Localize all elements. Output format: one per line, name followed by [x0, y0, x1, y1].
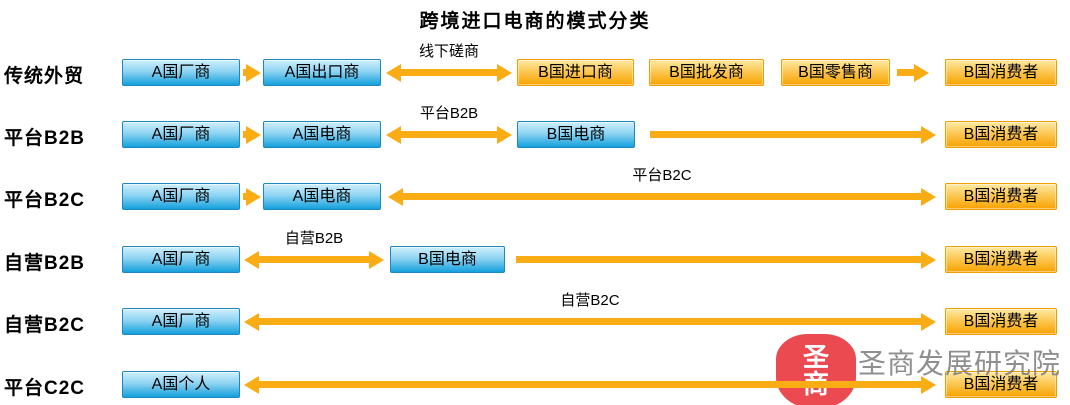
flow-box: A国厂商: [122, 308, 240, 335]
arrow-head-right-icon: [921, 312, 936, 331]
arrow-shaft: [243, 193, 246, 200]
arrow-head-right-icon: [921, 250, 936, 269]
right-arrow-icon: [897, 59, 929, 86]
bidirectional-arrow-icon: [244, 246, 384, 273]
flow-box: A国电商: [263, 121, 381, 148]
brand-seal-icon: 圣 商: [776, 334, 856, 405]
arrow-head-left-icon: [386, 125, 401, 144]
arrow-label: 自营B2B: [284, 230, 344, 247]
row-label: 平台B2C: [4, 190, 86, 211]
row-label: 平台B2B: [4, 128, 86, 149]
arrow-head-right-icon: [497, 125, 512, 144]
arrow-shaft: [401, 69, 497, 76]
arrow-head-right-icon: [921, 375, 936, 394]
arrow-head-right-icon: [497, 63, 512, 82]
flow-box: B国消费者: [945, 371, 1057, 398]
flow-box: A国电商: [263, 183, 381, 210]
flow-box: A国厂商: [122, 246, 240, 273]
right-arrow-icon: [650, 121, 936, 148]
row-label: 传统外贸: [4, 66, 85, 87]
arrow-shaft: [259, 381, 921, 388]
arrow-head-left-icon: [386, 63, 401, 82]
arrow-head-right-icon: [246, 187, 261, 206]
arrow-shaft: [516, 256, 921, 263]
arrow-head-right-icon: [914, 63, 929, 82]
bidirectional-arrow-icon: [244, 371, 936, 398]
arrow-shaft: [403, 193, 921, 200]
flow-box: B国消费者: [945, 59, 1057, 86]
flow-box: B国批发商: [649, 59, 764, 86]
arrow-shaft: [401, 131, 497, 138]
row-label: 自营B2B: [4, 253, 86, 274]
page-title: 跨境进口电商的模式分类: [419, 11, 651, 32]
arrow-head-left-icon: [388, 187, 403, 206]
arrow-head-right-icon: [369, 250, 384, 269]
right-arrow-icon: [516, 246, 936, 273]
arrow-head-right-icon: [921, 125, 936, 144]
bidirectional-arrow-icon: [244, 308, 936, 335]
arrow-shaft: [259, 256, 369, 263]
right-arrow-icon: [243, 183, 261, 210]
arrow-shaft: [259, 318, 921, 325]
right-arrow-icon: [243, 121, 261, 148]
arrow-head-right-icon: [246, 63, 261, 82]
arrow-shaft: [897, 69, 914, 76]
arrow-shaft: [650, 131, 921, 138]
brand-watermark-text: 圣商发展研究院: [858, 348, 1062, 379]
arrow-head-left-icon: [244, 250, 259, 269]
flow-box: B国进口商: [517, 59, 634, 86]
arrow-head-left-icon: [244, 312, 259, 331]
arrow-shaft: [243, 69, 246, 76]
arrow-label: 自营B2C: [560, 292, 620, 309]
arrow-head-right-icon: [921, 187, 936, 206]
flow-box: A国厂商: [122, 59, 240, 86]
flow-box: B国消费者: [945, 308, 1057, 335]
row-label: 平台C2C: [4, 378, 86, 399]
arrow-head-right-icon: [246, 125, 261, 144]
bidirectional-arrow-icon: [386, 59, 512, 86]
flow-box: B国消费者: [945, 183, 1057, 210]
flow-box: A国厂商: [122, 183, 240, 210]
flow-box: B国电商: [517, 121, 635, 148]
arrow-label: 平台B2B: [419, 105, 479, 122]
flow-box: B国消费者: [945, 121, 1057, 148]
arrow-label: 线下磋商: [418, 43, 479, 60]
flow-box: A国厂商: [122, 121, 240, 148]
right-arrow-icon: [243, 59, 261, 86]
flow-box: B国零售商: [781, 59, 890, 86]
bidirectional-arrow-icon: [388, 183, 936, 210]
arrow-head-left-icon: [244, 375, 259, 394]
flow-box: A国出口商: [263, 59, 381, 86]
row-label: 自营B2C: [4, 315, 86, 336]
flow-box: B国电商: [390, 246, 505, 273]
seal-char-top: 圣: [802, 342, 829, 373]
flow-box: A国个人: [122, 371, 240, 398]
arrow-shaft: [243, 131, 246, 138]
arrow-label: 平台B2C: [632, 167, 692, 184]
bidirectional-arrow-icon: [386, 121, 512, 148]
flow-box: B国消费者: [945, 246, 1057, 273]
